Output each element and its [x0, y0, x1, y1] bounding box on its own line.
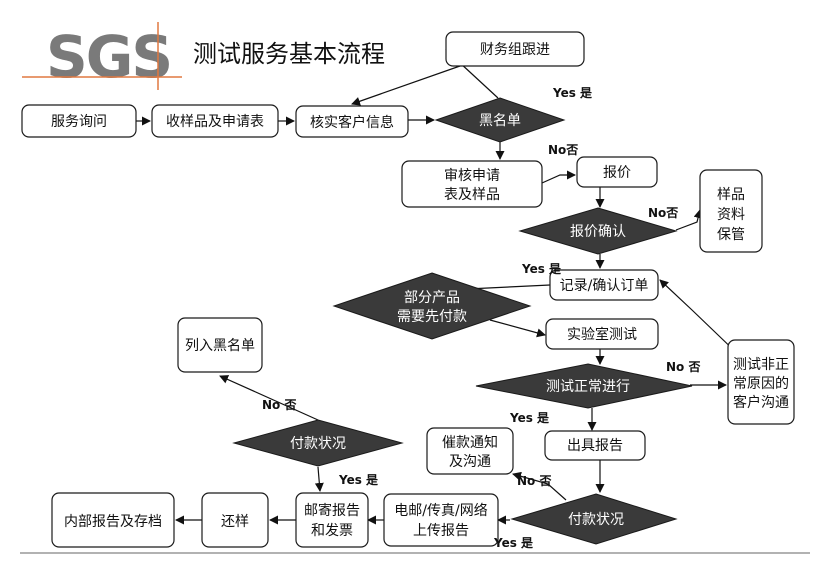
node-abnormal-comm-line3: 客户沟通 — [733, 394, 789, 411]
decision-prepay: 部分产品 需要先付款 — [332, 272, 532, 340]
decision-blacklist: 黑名单 — [434, 97, 566, 143]
decision-test-normal: 测试正常进行 — [475, 363, 693, 409]
label-yes-test: Yes 是 — [509, 411, 550, 425]
node-inquiry: 服务询问 — [21, 104, 137, 138]
node-sample-keep: 样品 资料 保管 — [699, 169, 763, 253]
node-add-blacklist: 列入黑名单 — [177, 317, 263, 373]
node-finance-follow: 财务组跟进 — [445, 31, 585, 67]
node-archive-label: 内部报告及存档 — [64, 514, 162, 530]
node-inquiry-label: 服务询问 — [51, 114, 107, 130]
node-quote: 报价 — [576, 156, 658, 188]
node-verify-client-label: 核实客户信息 — [310, 114, 394, 131]
node-email-upload: 电邮/传真/网络 上传报告 — [383, 493, 499, 547]
node-review-app-line1: 审核申请 — [444, 168, 500, 184]
arrow-payment1-blacklist — [219, 375, 319, 421]
node-record-order: 记录/确认订单 — [549, 269, 659, 301]
decision-payment-status-2: 付款状况 — [510, 493, 678, 545]
node-issue-report-label: 出具报告 — [567, 438, 623, 454]
label-yes-blacklist: Yes 是 — [552, 86, 593, 100]
node-verify-client: 核实客户信息 — [295, 105, 409, 138]
node-finance-follow-label: 财务组跟进 — [480, 42, 550, 58]
node-sample-keep-line3: 保管 — [717, 227, 745, 243]
node-receive-sample: 收样品及申请表 — [151, 104, 279, 138]
label-yes-payment2: Yes 是 — [493, 536, 534, 550]
decision-payment-status-1: 付款状况 — [232, 419, 404, 467]
arrow-review-quote — [541, 170, 576, 184]
page-title: 测试服务基本流程 — [193, 40, 385, 68]
node-abnormal-comm: 测试非正 常原因的 客户沟通 — [727, 339, 795, 425]
node-abnormal-comm-line2: 常原因的 — [733, 376, 789, 392]
label-no-quote: No否 — [648, 206, 678, 220]
node-urge-pay-line1: 催款通知 — [442, 434, 498, 451]
decision-quote-confirm-label: 报价确认 — [570, 224, 626, 240]
decision-payment-status-1-label: 付款状况 — [290, 436, 346, 452]
node-record-order-label: 记录/确认订单 — [560, 278, 649, 294]
node-mail-report-line2: 和发票 — [311, 523, 353, 539]
node-review-app: 审核申请 表及样品 — [401, 160, 543, 208]
decision-prepay-line1: 部分产品 — [404, 290, 460, 306]
sgs-logo: SGS — [22, 22, 182, 91]
node-urge-pay: 催款通知 及沟通 — [426, 427, 514, 475]
node-email-upload-line2: 上传报告 — [413, 523, 469, 539]
node-sample-keep-line1: 样品 — [717, 187, 745, 203]
node-lab-test-label: 实验室测试 — [567, 326, 637, 343]
decision-blacklist-label: 黑名单 — [479, 113, 521, 129]
node-quote-label: 报价 — [603, 165, 631, 181]
arrow-abnormal-record — [659, 279, 743, 359]
node-archive: 内部报告及存档 — [51, 492, 175, 548]
decision-quote-confirm: 报价确认 — [518, 207, 678, 255]
node-add-blacklist-label: 列入黑名单 — [185, 338, 255, 354]
arrow-confirm-keep — [675, 209, 703, 231]
label-no-test: No 否 — [666, 360, 700, 374]
arrow-finance-verify — [351, 65, 461, 106]
decision-payment-status-2-label: 付款状况 — [568, 512, 624, 528]
label-yes-payment1: Yes 是 — [338, 473, 379, 487]
node-sample-keep-line2: 资料 — [717, 207, 745, 223]
label-yes-quote: Yes 是 — [521, 262, 562, 276]
node-mail-report: 邮寄报告 和发票 — [295, 492, 369, 548]
node-issue-report: 出具报告 — [544, 430, 646, 461]
node-abnormal-comm-line1: 测试非正 — [733, 357, 789, 373]
label-no-payment1: No 否 — [262, 398, 296, 412]
node-receive-sample-label: 收样品及申请表 — [166, 114, 264, 130]
arrow-payment1-mail — [314, 466, 324, 492]
decision-test-normal-label: 测试正常进行 — [546, 379, 630, 395]
label-no-blacklist: No否 — [548, 143, 578, 157]
decision-prepay-line2: 需要先付款 — [397, 309, 467, 325]
node-return-sample: 还样 — [201, 492, 269, 548]
node-review-app-line2: 表及样品 — [444, 187, 500, 203]
node-urge-pay-line2: 及沟通 — [449, 454, 491, 470]
sgs-logo-text: SGS — [46, 23, 171, 91]
node-lab-test: 实验室测试 — [545, 318, 659, 350]
node-return-sample-label: 还样 — [221, 514, 249, 530]
arrow-payment2-urge — [512, 471, 567, 501]
node-mail-report-line1: 邮寄报告 — [304, 502, 360, 519]
arrow-prepay-lab — [489, 319, 546, 338]
node-email-upload-line1: 电邮/传真/网络 — [394, 503, 487, 519]
label-no-payment2: No 否 — [517, 474, 551, 488]
